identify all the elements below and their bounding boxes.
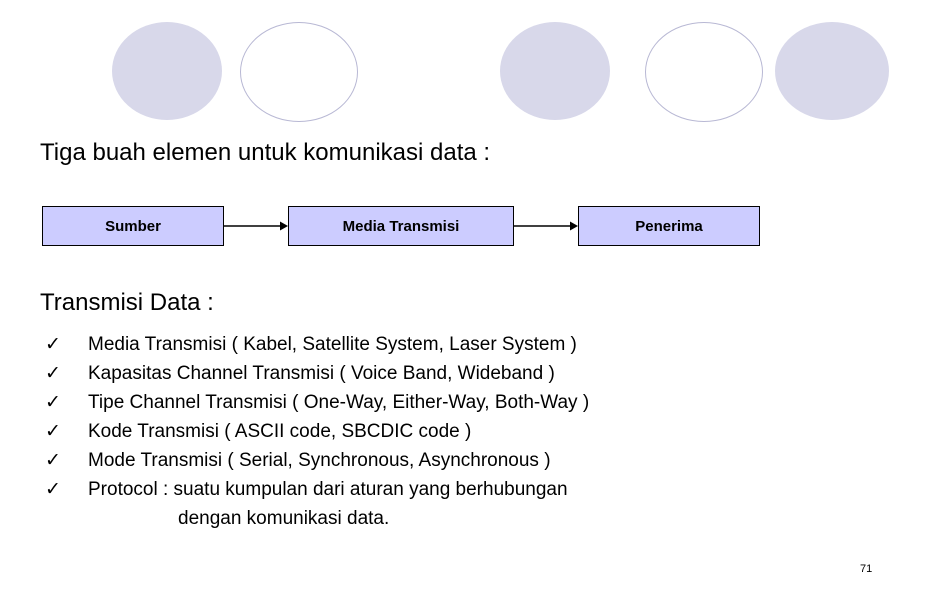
- checklist-item: ✓ Kode Transmisi ( ASCII code, SBCDIC co…: [40, 417, 900, 446]
- arrow-media-to-penerima-icon: [514, 219, 578, 233]
- checklist-continuation-label: dengan komunikasi data.: [178, 508, 390, 529]
- checklist-continuation-row: dengan komunikasi data.: [40, 504, 900, 533]
- flow-box-sumber: Sumber: [42, 206, 224, 246]
- checkmark-icon: ✓: [45, 450, 61, 471]
- checklist-item-label: Tipe Channel Transmisi ( One-Way, Either…: [88, 392, 590, 413]
- checklist-item-label: Media Transmisi ( Kabel, Satellite Syste…: [88, 334, 577, 355]
- decorative-ellipse-5: [775, 22, 889, 120]
- arrow-sumber-to-media-icon: [224, 219, 288, 233]
- checkmark-icon: ✓: [45, 479, 61, 500]
- checklist-item: ✓ Mode Transmisi ( Serial, Synchronous, …: [40, 446, 900, 475]
- flow-box-penerima-label: Penerima: [635, 217, 703, 235]
- flow-box-penerima: Penerima: [578, 206, 760, 246]
- flow-box-media-transmisi-label: Media Transmisi: [342, 217, 460, 235]
- checklist-item: ✓ Media Transmisi ( Kabel, Satellite Sys…: [40, 330, 900, 359]
- page-number: 71: [860, 563, 873, 575]
- decorative-ellipse-2: [240, 22, 358, 122]
- decorative-ellipse-1: [112, 22, 222, 120]
- transmisi-data-checklist: ✓ Media Transmisi ( Kabel, Satellite Sys…: [40, 330, 900, 533]
- checkmark-icon: ✓: [45, 363, 61, 384]
- checkmark-icon: ✓: [45, 392, 61, 413]
- checklist-item-label: Kode Transmisi ( ASCII code, SBCDIC code…: [88, 421, 472, 442]
- slide-heading-elements: Tiga buah elemen untuk komunikasi data :: [40, 139, 491, 166]
- decorative-ellipse-band: [0, 0, 936, 130]
- checklist-item-label: Kapasitas Channel Transmisi ( Voice Band…: [88, 363, 555, 384]
- flow-box-sumber-label: Sumber: [105, 217, 161, 235]
- flow-box-media-transmisi: Media Transmisi: [288, 206, 514, 246]
- checklist-item: ✓ Tipe Channel Transmisi ( One-Way, Eith…: [40, 388, 900, 417]
- communication-flow-diagram: Sumber Media Transmisi Penerima: [0, 0, 936, 300]
- slide-heading-transmisi-data: Transmisi Data :: [40, 289, 214, 316]
- decorative-ellipse-4: [645, 22, 763, 122]
- checkmark-icon: ✓: [45, 334, 61, 355]
- checklist-item-label: Mode Transmisi ( Serial, Synchronous, As…: [88, 450, 551, 471]
- checklist-item-label: Protocol : suatu kumpulan dari aturan ya…: [88, 479, 568, 500]
- checklist-item: ✓ Protocol : suatu kumpulan dari aturan …: [40, 475, 900, 504]
- decorative-ellipse-3: [500, 22, 610, 120]
- checkmark-icon: ✓: [45, 421, 61, 442]
- checklist-item: ✓ Kapasitas Channel Transmisi ( Voice Ba…: [40, 359, 900, 388]
